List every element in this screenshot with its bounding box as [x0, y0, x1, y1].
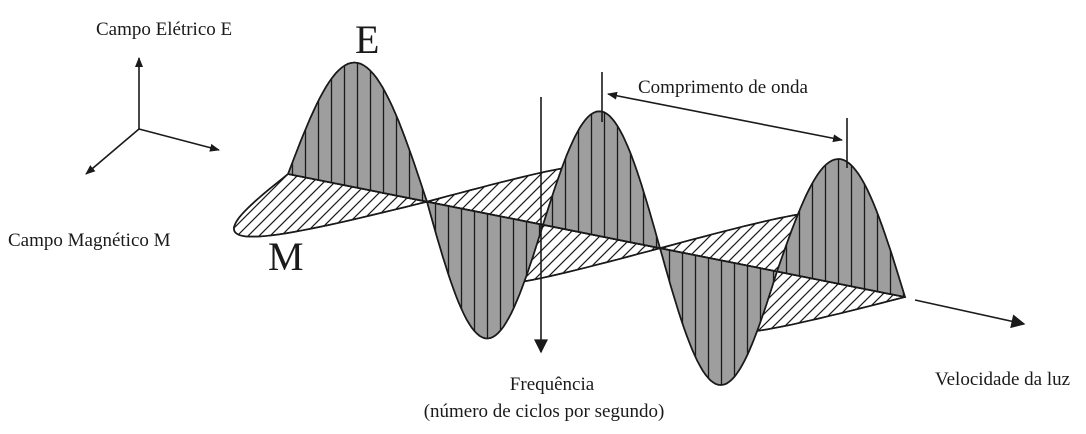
frequency-label-line2: (número de ciclos por segundo): [424, 401, 665, 422]
electric-wave: [286, 61, 907, 386]
electric-lobe: [658, 247, 779, 386]
magnetic-axis-label: Campo Magnético M: [8, 230, 171, 251]
velocity-arrow: [914, 299, 1026, 329]
m-symbol-label: M: [268, 234, 304, 279]
wavelength-arrow: [607, 91, 843, 143]
electric-lobe: [541, 110, 662, 250]
magnetic-lobe: [233, 173, 428, 238]
wavelength-label: Comprimento de onda: [638, 77, 808, 98]
electric-lobe: [286, 61, 429, 203]
magnetic-axis-arrow: [85, 128, 140, 175]
axes-icon: [85, 57, 220, 175]
electric-lobe: [775, 158, 907, 299]
e-symbol-label: E: [355, 17, 379, 62]
electric-axis-label: Campo Elétrico E: [96, 19, 232, 40]
propagation-axis-arrow: [138, 128, 220, 152]
frequency-label-line1: Frequência: [510, 374, 595, 395]
wave-axis-line: [287, 173, 906, 298]
velocity-label: Velocidade da luz: [935, 369, 1070, 390]
electric-lobe: [425, 200, 545, 340]
wavelength-bracket: [601, 72, 848, 168]
